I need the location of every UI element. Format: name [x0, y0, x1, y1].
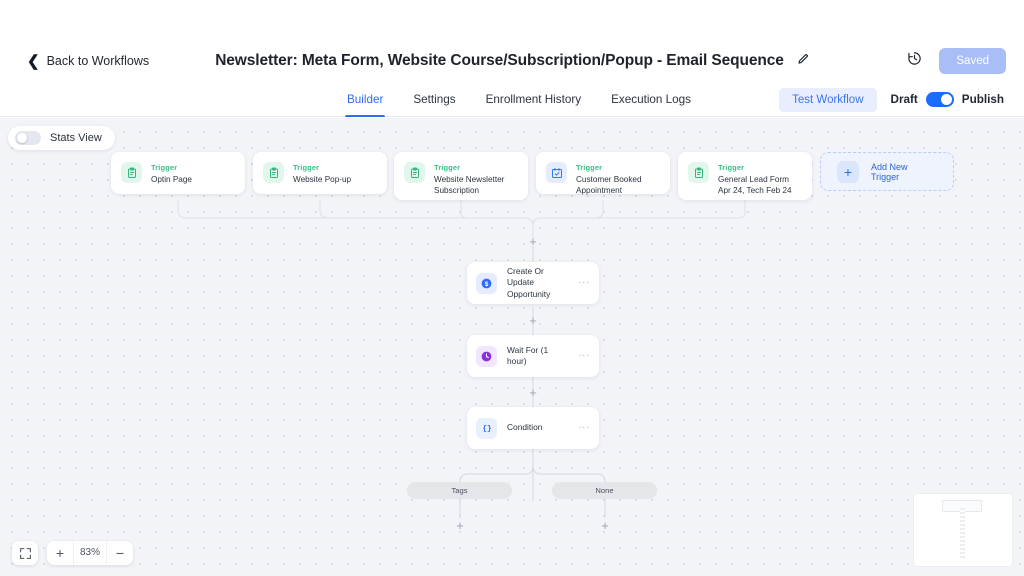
clipboard-icon [688, 162, 709, 183]
draft-label: Draft [890, 93, 918, 106]
publish-toggle[interactable] [925, 92, 954, 107]
workflow-title-group: Newsletter: Meta Form, Website Course/Su… [0, 40, 1024, 82]
zoom-level-label[interactable]: 83% [73, 541, 107, 565]
node-menu-button[interactable]: ... [578, 420, 590, 431]
back-to-workflows-label: Back to Workflows [46, 54, 150, 68]
tab-builder[interactable]: Builder [345, 82, 386, 117]
add-step-marker[interactable]: + [456, 517, 464, 533]
trigger-card-optin-page[interactable]: Trigger Optin Page [111, 152, 245, 194]
trigger-kind-label: Trigger [718, 163, 745, 172]
clock-icon [476, 345, 497, 367]
test-workflow-button[interactable]: Test Workflow [779, 87, 877, 112]
flow-node-wait-for[interactable]: Wait For (1 hour) ... [467, 335, 599, 377]
add-new-trigger-card[interactable]: + Add New Trigger [820, 152, 954, 191]
calendar-check-icon [546, 162, 567, 183]
flow-node-create-or-update-opportunity[interactable]: $ Create Or Update Opportunity ... [467, 262, 599, 304]
flow-node-condition[interactable]: {} Condition ... [467, 407, 599, 449]
connector-edges [177, 200, 746, 518]
clipboard-icon [404, 162, 425, 183]
fit-screen-icon [19, 547, 31, 559]
zoom-out-button[interactable]: − [115, 545, 125, 561]
tab-enrollment-history[interactable]: Enrollment History [485, 93, 582, 106]
branch-pill-none[interactable]: None [552, 482, 657, 499]
add-step-marker[interactable]: + [601, 517, 609, 533]
trigger-name-label: General Lead Form Apr 24, Tech Feb 24 [718, 175, 792, 196]
toggle-knob [940, 94, 952, 105]
zoom-in-button[interactable]: + [55, 545, 65, 561]
trigger-name-label: Optin Page [151, 175, 192, 184]
back-to-workflows-link[interactable]: ❮ Back to Workflows [27, 40, 149, 82]
publish-label: Publish [961, 93, 1004, 106]
trigger-card-customer-booked-appointment[interactable]: Trigger Customer Booked Appointment [536, 152, 670, 196]
flow-node-label: Create Or Update Opportunity [507, 265, 551, 299]
svg-text:$: $ [485, 280, 489, 287]
page-title: Newsletter: Meta Form, Website Course/Su… [215, 52, 784, 69]
add-step-marker[interactable]: + [529, 233, 537, 249]
node-menu-button[interactable]: ... [578, 348, 590, 359]
add-step-marker[interactable]: + [529, 384, 537, 400]
trigger-card-general-lead-form[interactable]: Trigger General Lead Form Apr 24, Tech F… [678, 152, 812, 200]
clipboard-icon [263, 162, 284, 183]
zoom-control-group: + 83% − [47, 541, 133, 565]
dollar-circle-icon: $ [476, 272, 497, 294]
flow-node-label: Condition [507, 422, 543, 433]
tab-settings[interactable]: Settings [413, 93, 456, 106]
fit-screen-button[interactable] [12, 541, 38, 565]
tab-execution-logs[interactable]: Execution Logs [611, 93, 692, 106]
clipboard-icon [121, 162, 142, 183]
braces-icon: {} [476, 417, 497, 439]
trigger-card-website-popup[interactable]: Trigger Website Pop-up [253, 152, 387, 194]
minimap[interactable] [914, 494, 1012, 566]
trigger-card-website-newsletter-subscription[interactable]: Trigger Website Newsletter Subscription [394, 152, 528, 200]
draft-publish-toggle-group: Draft Publish [890, 92, 1004, 107]
stats-view-toggle[interactable]: Stats View [8, 126, 115, 150]
saved-button[interactable]: Saved [939, 48, 1006, 74]
zoom-controls: + 83% − [12, 541, 133, 565]
trigger-kind-label: Trigger [576, 163, 603, 172]
flow-node-label: Wait For (1 hour) [507, 344, 549, 366]
trigger-kind-label: Trigger [434, 163, 461, 172]
trigger-kind-label: Trigger [293, 163, 320, 172]
trigger-name-label: Website Pop-up [293, 175, 352, 184]
header-actions: Saved [907, 40, 1006, 82]
add-step-marker[interactable]: + [529, 312, 537, 328]
stats-view-label: Stats View [50, 132, 102, 144]
node-menu-button[interactable]: ... [578, 275, 590, 286]
branch-pill-tags[interactable]: Tags [407, 482, 512, 499]
clock-history-icon[interactable] [907, 51, 922, 71]
svg-text:{}: {} [482, 426, 491, 434]
tab-bar: Builder Settings Enrollment History Exec… [0, 82, 1024, 117]
plus-icon: + [837, 160, 859, 183]
tab-bar-actions: Test Workflow Draft Publish [779, 82, 1004, 117]
trigger-name-label: Website Newsletter Subscription [434, 175, 505, 196]
minimap-trunk [960, 508, 965, 560]
stats-view-switch[interactable] [15, 131, 41, 145]
stats-toggle-knob [17, 133, 27, 143]
trigger-name-label: Customer Booked Appointment [576, 175, 642, 196]
trigger-kind-label: Trigger [151, 163, 178, 172]
tab-list: Builder Settings Enrollment History Exec… [345, 82, 693, 117]
pencil-icon[interactable] [797, 52, 809, 70]
chevron-left-icon: ❮ [27, 52, 40, 70]
add-new-trigger-label: Add New Trigger [871, 161, 908, 182]
top-header: ❮ Back to Workflows Newsletter: Meta For… [0, 40, 1024, 82]
